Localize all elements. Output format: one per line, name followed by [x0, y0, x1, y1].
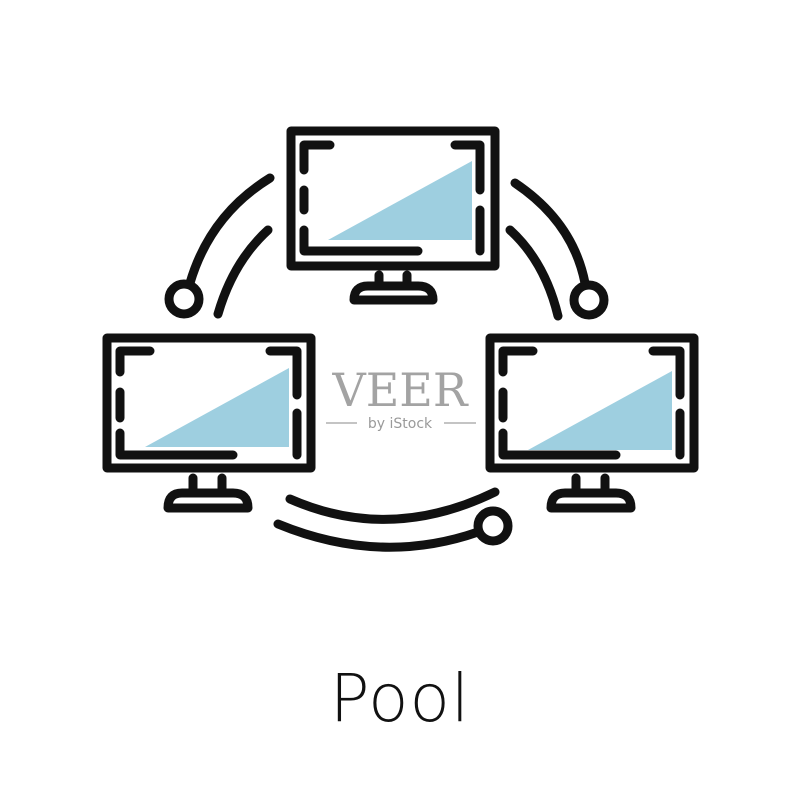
- monitor-top-icon: [286, 126, 500, 305]
- connector-top-left-icon: [164, 173, 275, 319]
- connector-top-right-icon: [505, 178, 609, 321]
- connector-bottom-icon: [273, 487, 513, 552]
- watermark-tagline: by iStock: [368, 416, 433, 432]
- monitor-left-icon: [102, 333, 316, 513]
- icon-caption: Pool: [329, 660, 471, 737]
- monitor-right-icon: [485, 333, 699, 513]
- watermark: VEER by iStock: [326, 363, 476, 432]
- watermark-brand: VEER: [331, 363, 468, 417]
